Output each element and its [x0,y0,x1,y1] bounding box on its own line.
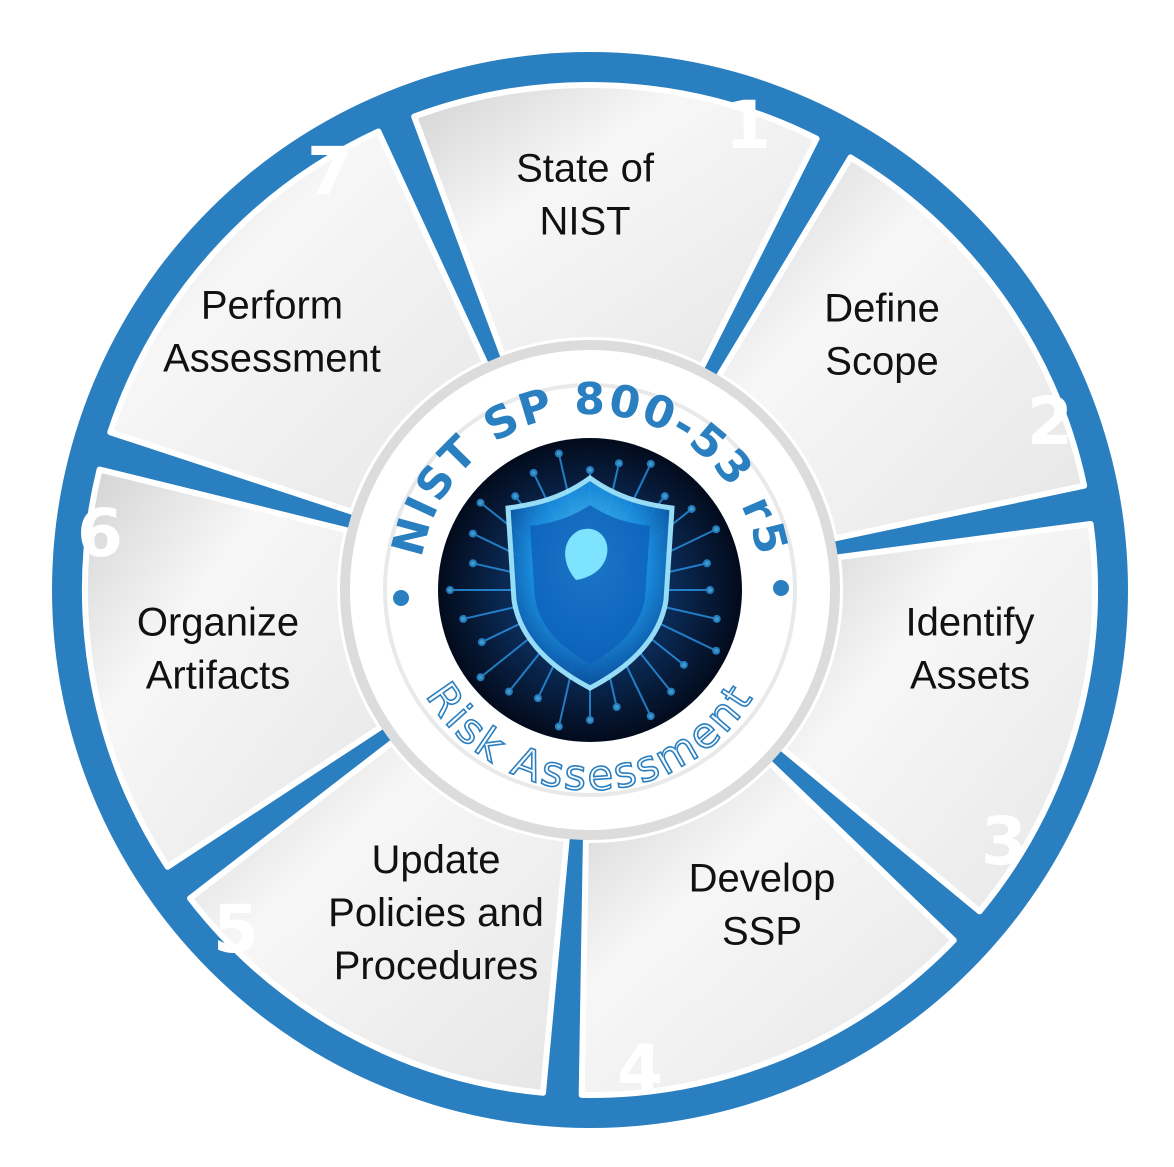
circuit-trace [637,650,672,693]
circuit-node [612,702,621,711]
circuit-node [469,559,478,568]
circuit-node [660,492,669,501]
circuit-trace [650,637,685,666]
circuit-node [533,694,542,703]
center-dot-right [773,580,789,596]
cyber-shield-icon [438,438,742,742]
circuit-node [667,687,676,696]
circuit-trace [481,622,521,643]
circuit-node [614,459,623,468]
circuit-trace [665,562,708,574]
circuit-node [554,449,563,458]
number-badges: 1 2 3 4 5 6 7 [77,87,1073,1108]
circuit-node [476,673,485,682]
circuit-node [706,586,714,594]
step-number-3: 3 [981,803,1027,880]
shield-inner [530,505,650,664]
circuit-trace [479,637,530,679]
step-number-1: 1 [725,87,771,164]
circuit-node [646,459,655,468]
circuit-trace [659,622,717,652]
circuit-node [554,722,563,731]
circuit-node [529,468,538,477]
center-inner-border [383,383,797,797]
circuit-node [702,559,711,568]
circuit-node [679,660,688,669]
step-number-6: 6 [77,495,123,572]
circuit-node [476,498,485,507]
center-dot-left [393,590,409,606]
circuit-trace [622,659,652,717]
step-number-4: 4 [617,1031,663,1108]
circuit-node [586,716,594,724]
step-number-7: 7 [307,133,353,210]
step-number-2: 2 [1027,383,1073,460]
circuit-node [504,687,513,696]
circuit-node [477,638,486,647]
circuit-node [687,504,696,513]
circuit-node [712,646,721,655]
segments-group [82,82,1098,1098]
circuit-node [586,466,594,474]
shield-drop [565,528,608,580]
circuit-trace [472,562,515,574]
circuit-node [511,492,520,501]
circuit-node [459,614,468,623]
circuit-trace [665,606,717,620]
circuit-node [712,614,721,623]
circuit-trace [508,650,543,693]
circuit-node [446,586,454,594]
circuit-node [646,712,655,721]
step-number-5: 5 [213,891,259,968]
circuit-trace [463,606,515,620]
circuit-node [712,525,721,534]
circuit-node [468,529,477,538]
